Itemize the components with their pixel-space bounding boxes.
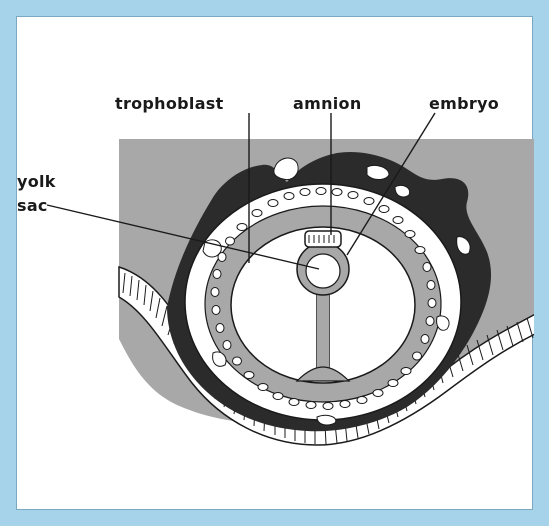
implantation-diagram: [17, 17, 534, 511]
embryonic-disc: [305, 231, 341, 247]
diagram-panel: trophoblast amnion embryo yolk sac: [16, 16, 533, 510]
label-amnion: amnion: [293, 95, 362, 113]
label-yolk: yolk: [17, 173, 56, 191]
label-embryo: embryo: [429, 95, 499, 113]
label-trophoblast: trophoblast: [115, 95, 224, 113]
label-sac: sac: [17, 197, 48, 215]
yolk-sac-cavity: [306, 254, 340, 288]
